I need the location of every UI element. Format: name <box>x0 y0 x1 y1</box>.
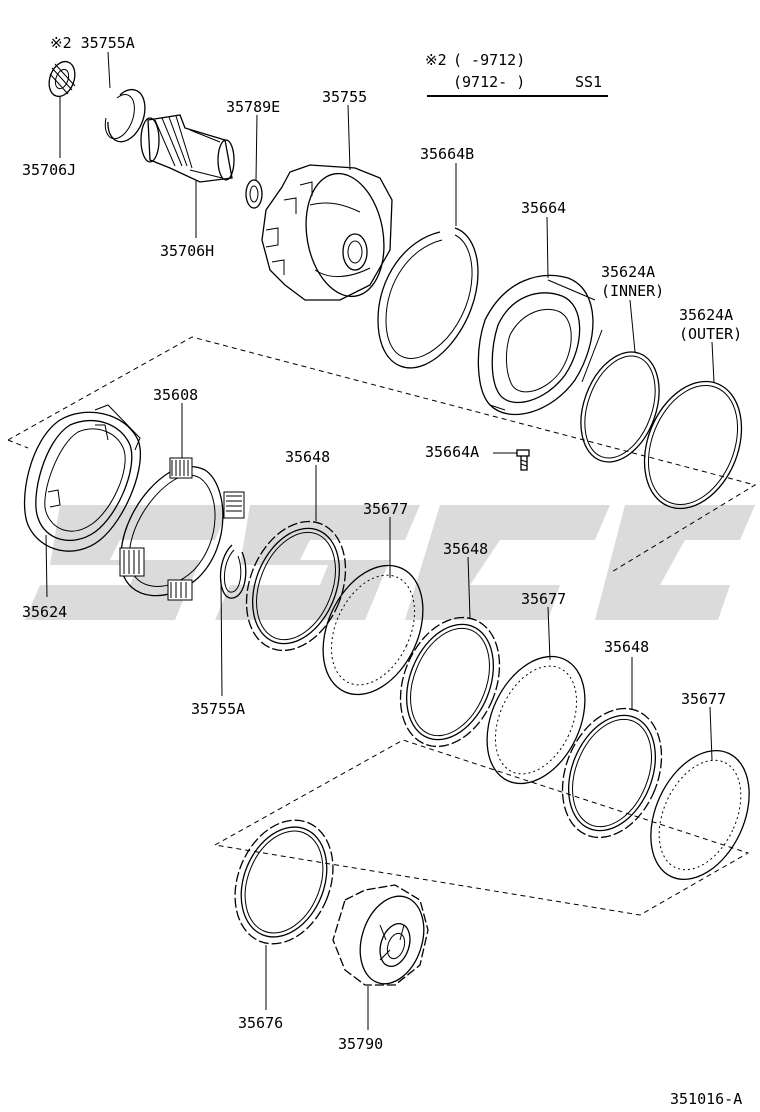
note-suffix: SS1 <box>575 73 602 91</box>
part-35706J-bearing <box>48 60 76 98</box>
label-35664A: 35664A <box>425 443 479 461</box>
sprag-group-4 <box>167 579 193 601</box>
label-35755A-top: ※2 35755A <box>50 34 135 52</box>
part-35755-drum <box>261 164 393 301</box>
label-35624A-inner: 35624A <box>601 263 655 281</box>
label-35608: 35608 <box>153 386 198 404</box>
label-35755A-bottom: 35755A <box>191 700 245 718</box>
part-35677-plate-2 <box>486 655 586 785</box>
part-35664A-bolt <box>516 449 530 471</box>
diagram-code: 351016-A <box>670 1090 742 1108</box>
label-35648-c: 35648 <box>604 638 649 656</box>
label-35624A-outer: 35624A <box>679 306 733 324</box>
label-35677-c: 35677 <box>681 690 726 708</box>
sprag-group-1 <box>169 457 193 479</box>
watermark-logo <box>25 505 755 620</box>
label-35624A-outer-sub: (OUTER) <box>679 325 742 343</box>
label-35706H: 35706H <box>160 242 214 260</box>
part-35789E-washer <box>245 179 263 209</box>
label-35789E: 35789E <box>226 98 280 116</box>
part-35677-plate-1 <box>322 564 424 696</box>
label-35677-a: 35677 <box>363 500 408 518</box>
part-35664-piston <box>477 274 603 416</box>
applicability-note: ※2 ( -9712) (9712- ) SS1 <box>425 51 608 97</box>
part-35648-disc-2 <box>399 616 501 748</box>
sprag-group-3 <box>119 547 145 577</box>
dashed-planes <box>7 336 757 916</box>
label-35624A-inner-sub: (INNER) <box>601 282 664 300</box>
part-35624-outer-race <box>23 404 142 552</box>
note-mark: ※2 <box>425 51 447 69</box>
part-35755A-snap-ring-top <box>104 88 146 143</box>
label-35648-b: 35648 <box>443 540 488 558</box>
part-35790-hub <box>332 884 429 986</box>
part-35755A-snap-ring-bottom <box>219 544 247 599</box>
note-range-2: (9712- ) <box>453 73 525 91</box>
part-35648-disc-3 <box>561 707 663 839</box>
label-35706J: 35706J <box>22 161 76 179</box>
label-35624: 35624 <box>22 603 67 621</box>
part-35624A-outer-ring <box>643 380 743 510</box>
part-35676-disc <box>234 819 334 945</box>
label-35664B: 35664B <box>420 145 474 163</box>
leader-lines <box>45 51 715 1030</box>
part-35664B-snap-ring <box>377 227 479 369</box>
part-35624A-inner-ring <box>580 351 660 463</box>
label-35664: 35664 <box>521 199 566 217</box>
label-35676: 35676 <box>238 1014 283 1032</box>
part-35648-disc-1 <box>245 520 347 652</box>
sprag-group-2 <box>223 491 245 519</box>
part-labels: ※2 35755A 35706J 35706H 35789E 35755 356… <box>22 34 742 1108</box>
part-35706H-shaft <box>140 114 235 183</box>
label-35677-b: 35677 <box>521 590 566 608</box>
note-range-1: ( -9712) <box>453 51 525 69</box>
part-35608-one-way-clutch <box>119 457 245 601</box>
label-35755: 35755 <box>322 88 367 106</box>
label-35648-a: 35648 <box>285 448 330 466</box>
label-35790: 35790 <box>338 1035 383 1053</box>
part-35677-plate-3 <box>650 749 750 881</box>
